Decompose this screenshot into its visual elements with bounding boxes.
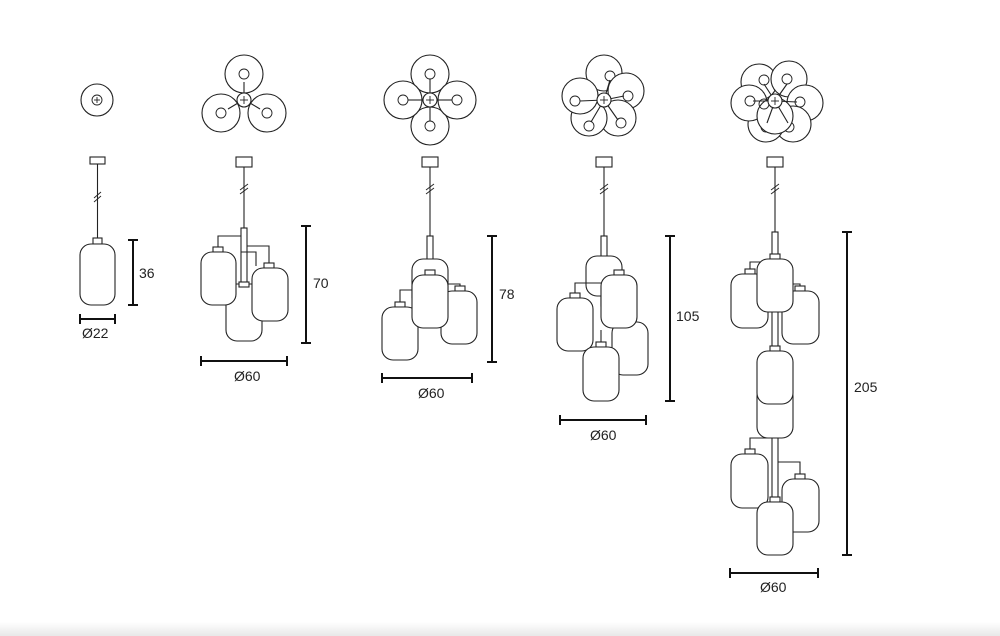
- variant-7-side-view: [730, 156, 820, 556]
- variant-5-height-dimension: [665, 235, 675, 402]
- variant-4-diameter-label: Ø60: [418, 385, 445, 401]
- variant-3-top-view: [201, 54, 287, 133]
- variant-7-top-view: [730, 60, 824, 143]
- variant-7-height-dimension: [842, 231, 852, 556]
- variant-3-diameter-dimension: [200, 356, 288, 366]
- variant-7-height-label: 205: [854, 379, 878, 395]
- variant-4-diameter-dimension: [381, 373, 473, 383]
- variant-1-height-dimension: [128, 239, 138, 306]
- variant-3-height-dimension: [301, 225, 311, 344]
- variant-5-height-label: 105: [676, 308, 700, 324]
- variant-4-top-view: [383, 54, 477, 146]
- variant-5-diameter-dimension: [559, 415, 647, 425]
- variant-1-diameter-dimension: [79, 314, 116, 324]
- variant-4-lamps: 78 Ø60: [381, 54, 515, 401]
- variant-1-lamp: 36 Ø22: [79, 83, 155, 341]
- variant-4-side-view: [381, 156, 478, 361]
- variant-5-diameter-label: Ø60: [590, 427, 617, 443]
- variant-5-top-view: [561, 54, 645, 137]
- variant-3-diameter-label: Ø60: [234, 368, 261, 384]
- variant-1-diameter-label: Ø22: [82, 325, 109, 341]
- variant-7-lamps: 205 Ø60: [729, 60, 878, 595]
- bottom-edge-shadow: [0, 622, 1000, 636]
- variant-7-diameter-label: Ø60: [760, 579, 787, 595]
- variant-3-side-view: [200, 156, 289, 342]
- variant-5-lamps: 105 Ø60: [556, 54, 700, 443]
- variant-3-height-label: 70: [313, 275, 329, 291]
- variant-4-height-dimension: [487, 235, 497, 363]
- variant-5-side-view: [556, 156, 649, 402]
- variant-1-top-view: [80, 83, 114, 117]
- variant-7-diameter-dimension: [729, 568, 819, 578]
- variant-1-height-label: 36: [139, 265, 155, 281]
- variant-1-side-view: [79, 156, 116, 306]
- variant-4-height-label: 78: [499, 286, 515, 302]
- variant-3-lamps: 70 Ø60: [200, 54, 329, 384]
